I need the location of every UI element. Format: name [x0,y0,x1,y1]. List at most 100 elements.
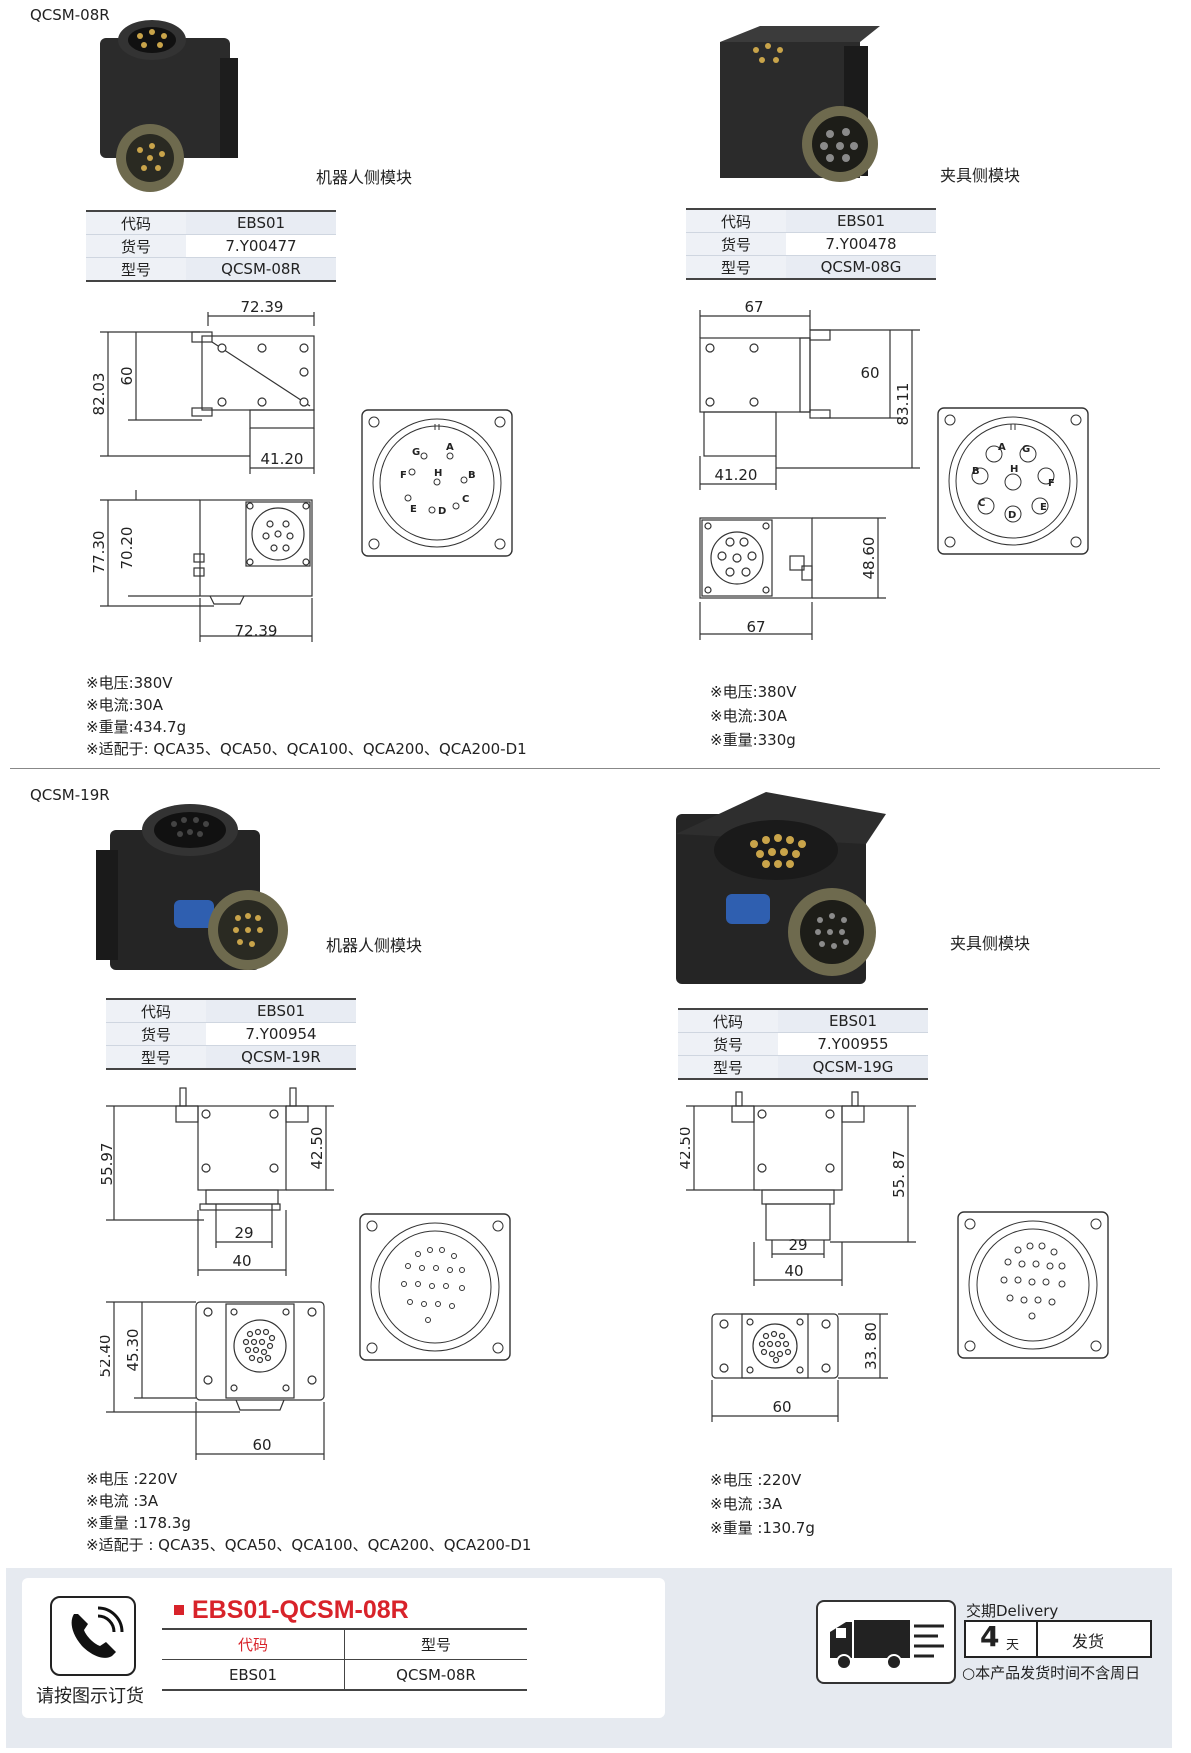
dim-front-width: 72.39 [235,622,278,640]
note-line: ※电压 :220V [86,1470,178,1488]
pin-label: D [438,506,446,517]
spec-key: 代码 [106,998,206,1023]
product-photo-tool-08g [720,26,880,182]
pin-label: E [410,504,417,515]
product-photo-robot-08r [100,20,238,192]
phone-icon [50,1596,136,1676]
spec-value: EBS01 [206,998,356,1023]
note-line: ※重量 :130.7g [710,1519,815,1537]
dim-depth: 41.20 [715,466,758,484]
series-label: QCSM-08R [30,6,110,24]
dim-height-body: 42.50 [308,1127,326,1170]
drawing-robot-08r-front: 77.30 70.20 72.39 [90,490,313,642]
tool-notes-08g: ※电压:380V ※电流:30A ※重量:330g [710,680,797,752]
spec-value: QCSM-08R [186,257,336,282]
tool-module-caption: 夹具侧模块 [950,934,1031,953]
note-line: ※电流:30A [710,707,787,725]
robot-module-caption: 机器人侧模块 [316,168,413,187]
order-header-row: 代码 型号 [162,1628,527,1660]
circle-bullet-icon: ○ [962,1664,976,1682]
dim-inner-width: 29 [234,1224,253,1242]
note-line: ※电流 :3A [710,1495,783,1513]
product-photo-robot-19r [96,804,288,970]
dim-height-total: 55.97 [100,1143,116,1186]
order-value-code: EBS01 [162,1659,345,1691]
pin-face-robot-19r [359,1213,511,1361]
dim-height-body: 60 [118,366,136,385]
spec-key: 货号 [678,1032,778,1056]
delivery-days: 4 [980,1620,1000,1653]
delivery-note-text: 本产品发货时间不含周日 [975,1664,1141,1682]
order-value-row: EBS01 QCSM-08R [162,1659,527,1691]
dim-width: 40 [232,1252,251,1270]
order-header-code: 代码 [162,1628,345,1660]
spec-value: QCSM-19G [778,1055,928,1080]
spec-key: 代码 [678,1008,778,1033]
pin-label: H [434,468,442,479]
order-title: EBS01-QCSM-08R [192,1596,409,1624]
pin-label: D [1008,510,1016,521]
spec-value: EBS01 [786,208,936,233]
dim-front-height: 48.60 [860,537,878,580]
dim-top-width: 67 [744,298,763,316]
note-line: ※适配于 : QCA35、QCA50、QCA100、QCA200、QCA200-… [86,1536,532,1554]
spec-value: EBS01 [186,210,336,235]
delivery-box [964,1620,1152,1658]
note-line: ※电压:380V [86,674,173,692]
pin-label: E [1040,502,1047,513]
spec-value: 7.Y00954 [206,1022,356,1046]
delivery-unit: 天 [1006,1638,1020,1653]
dim-front-height: 33. 80 [862,1322,880,1370]
delivery-ship: 发货 [1072,1632,1105,1651]
pin-face-tool-19g [957,1211,1109,1359]
spec-key: 货号 [686,232,786,256]
pin-label: G [412,447,420,458]
spec-value: QCSM-19R [206,1045,356,1070]
spec-key: 型号 [86,257,186,282]
pin-face-robot-08r: G A F H B E D C [361,409,513,557]
dim-height-total: 83.11 [894,383,912,426]
spec-key: 型号 [678,1055,778,1080]
drawing-tool-19g-front: 33. 80 60 [711,1313,888,1422]
dim-width: 40 [784,1262,803,1280]
pin-label: A [998,442,1006,453]
order-header-model: 型号 [344,1628,527,1660]
spec-value: EBS01 [778,1008,928,1033]
tool-notes-19g: ※电压 :220V ※电流 :3A ※重量 :130.7g [710,1468,815,1540]
dim-top-width: 72.39 [241,298,284,316]
dim-front-height-body: 70.20 [118,527,136,570]
drawing-tool-08g-front: 48.60 67 [699,517,886,640]
spec-value: 7.Y00955 [778,1032,928,1056]
order-table: 代码 型号 EBS01 QCSM-08R [162,1628,527,1691]
drawing-robot-08r-side: 72.39 82.03 60 41.20 [90,298,315,474]
note-line: ※重量:330g [710,731,796,749]
note-line: ※电流:30A [86,696,163,714]
dim-depth: 41.20 [261,450,304,468]
dim-front-height-total: 52.40 [100,1335,114,1378]
note-line: ※电压:380V [710,683,797,701]
robot-notes-08r: ※电压:380V ※电流:30A ※重量:434.7g ※适配于: QCA35、… [86,672,527,760]
dim-height-total: 82.03 [90,373,108,416]
pin-label: G [1022,444,1030,455]
spec-key: 货号 [106,1022,206,1046]
dim-height-body: 60 [860,364,879,382]
truck-icon [816,1600,956,1684]
pin-label: C [978,498,985,509]
dim-front-width: 60 [772,1398,791,1416]
pin-label: B [972,466,980,477]
spec-key: 型号 [106,1045,206,1070]
robot-notes-19r: ※电压 :220V ※电流 :3A ※重量 :178.3g ※适配于 : QCA… [86,1468,531,1556]
tool-module-caption: 夹具侧模块 [940,166,1021,185]
robot-module-caption: 机器人侧模块 [326,936,423,955]
pin-label: A [446,442,454,453]
pin-face-tool-08g: A G B H F C D E [937,407,1089,555]
